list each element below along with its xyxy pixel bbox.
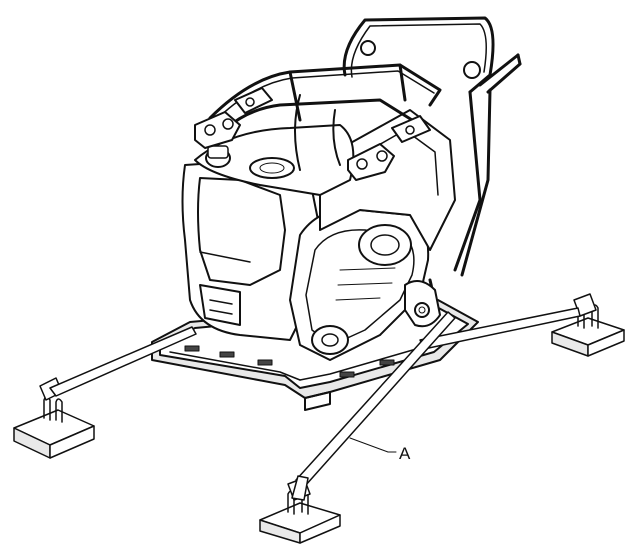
handle-pivot [404,280,441,328]
strap-left [49,326,197,397]
strap-front [291,311,456,501]
callout-label: A [399,444,411,463]
anchor-block-right [551,293,625,357]
engine-housing [181,159,321,341]
clamp-left [194,87,273,149]
clamp-right [347,115,431,181]
callout-a: A [349,437,411,463]
